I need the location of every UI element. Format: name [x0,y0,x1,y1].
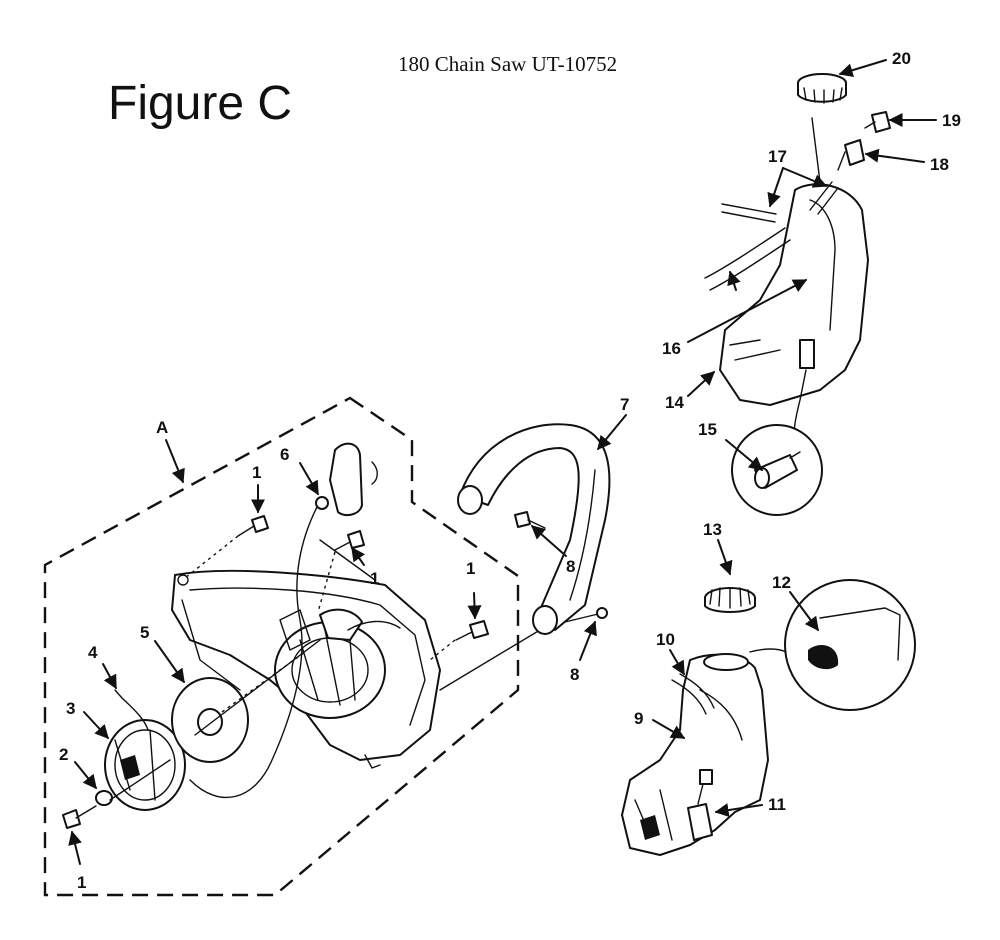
callout-12: 12 [772,573,791,592]
callout-1-upper: 1 [252,463,261,482]
callout-8-lower: 8 [570,665,579,684]
part-15-oil-filter-detail [731,424,823,516]
callout-5: 5 [140,623,149,642]
callout-19: 19 [942,111,961,130]
callout-2: 2 [59,745,68,764]
part-3-starter-pulley [104,719,186,811]
part-8-screw-upper [514,511,546,529]
callout-9: 9 [634,709,643,728]
callout-1-middle: 1 [370,569,379,588]
callout-16: 16 [662,339,681,358]
part-12-detail-circle [749,579,916,711]
part-8-screw-lower [564,607,608,623]
part-7-handle-bar [457,423,611,635]
callout-1-lower: 1 [77,873,86,892]
callout-3: 3 [66,699,75,718]
callout-17: 17 [768,147,787,166]
callout-arrows [68,59,937,865]
part-16-oil-hose [704,227,791,291]
callout-8-upper: 8 [566,557,575,576]
part-18-fitting [837,139,865,171]
part-20-oil-cap [797,73,847,104]
callout-10: 10 [656,630,675,649]
callout-18: 18 [930,155,949,174]
callout-1-right: 1 [466,559,475,578]
callout-15: 15 [698,420,717,439]
part-6-grommet [315,496,329,510]
callout-11: 11 [768,795,786,814]
assembly-axis-lines [109,539,541,801]
part-13-fuel-cap [704,587,756,613]
part-14-oil-tank [719,183,869,451]
callout-4: 4 [88,643,98,662]
part-4-spring-pin [114,689,149,731]
detail-boundary-dashed [43,396,520,897]
ignition-wire [189,504,319,799]
callout-7: 7 [620,395,629,414]
view-a-label: A [156,418,168,437]
screw-1-lower [62,805,97,829]
part-9-fuel-tank [621,653,769,856]
callout-13: 13 [703,520,722,539]
part-2-washer [95,790,113,806]
part-17-hose [721,181,839,223]
callout-labels: 1 1 1 1 2 3 4 5 6 7 8 8 9 10 11 12 13 14… [59,49,961,892]
screw-1-middle [317,530,365,613]
callout-20: 20 [892,49,911,68]
screw-1-upper [184,515,269,579]
part-6-shield [329,442,363,517]
view-a-arrow: A [156,418,185,484]
part-10-fuel-hose [671,673,715,715]
callout-6: 6 [280,445,289,464]
document-title: 180 Chain Saw UT-10752 [398,52,618,76]
screw-1-right [429,620,489,661]
part-19-check-valve [864,111,891,133]
figure-title: Figure C [108,77,293,130]
callout-14: 14 [665,393,684,412]
part-11-fuel-filter [687,769,713,841]
